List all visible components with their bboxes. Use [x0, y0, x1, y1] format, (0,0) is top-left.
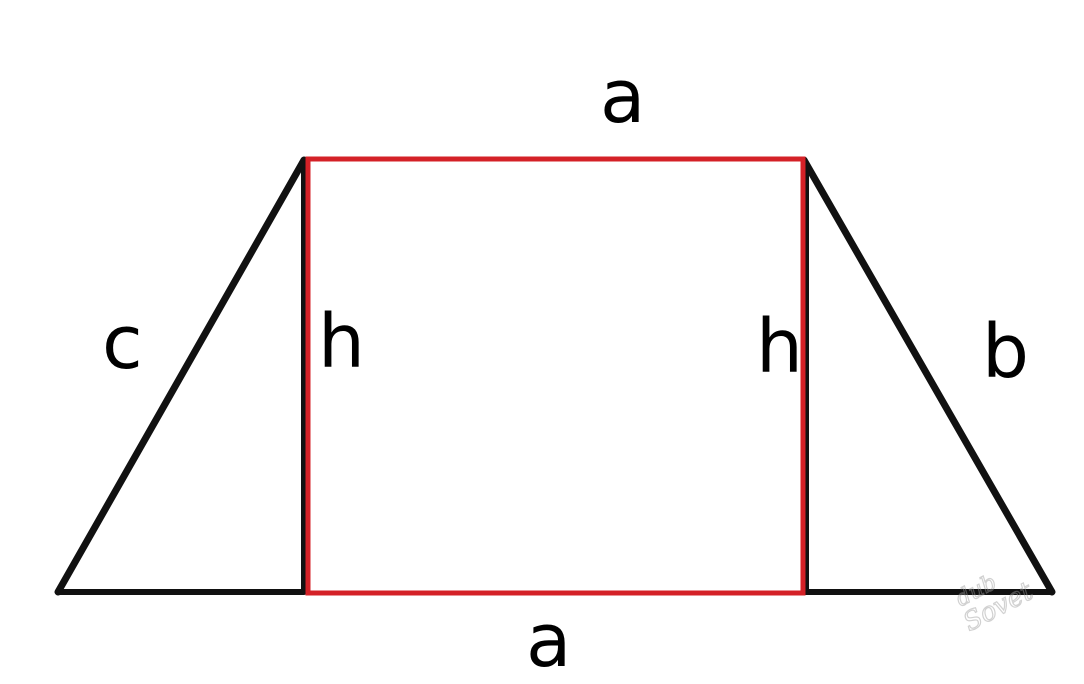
top-base-label: a — [600, 54, 646, 140]
bottom-base-label: a — [526, 598, 572, 684]
trapezoid-left-side — [54, 156, 308, 596]
right-side-label: b — [982, 309, 1029, 395]
left-height-label: h — [318, 299, 365, 385]
right-height-label: h — [756, 304, 803, 390]
diagram-canvas — [54, 156, 1056, 596]
trapezoid-diagram: a a c h h b dub Sovet — [54, 54, 1056, 678]
trapezoid-right-side — [800, 156, 1056, 596]
inner-rectangle — [305, 156, 806, 596]
left-side-label: c — [102, 300, 143, 386]
